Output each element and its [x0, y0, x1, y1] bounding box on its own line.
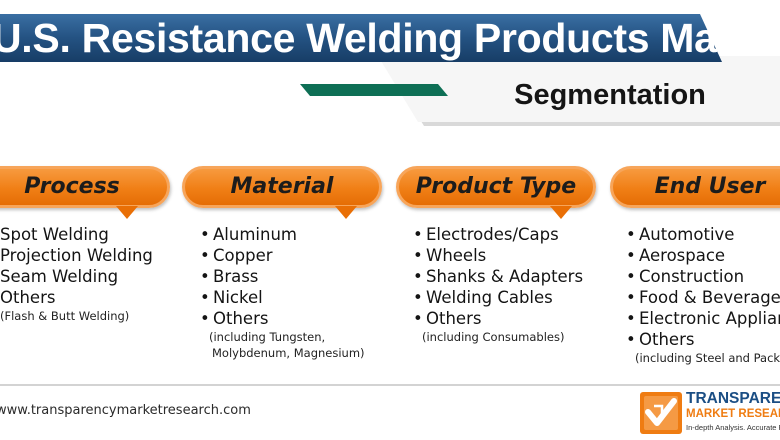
tab-process: Process	[0, 166, 170, 208]
title-banner	[0, 14, 722, 62]
logo-tagline: In-depth Analysis. Accurate Results.	[686, 423, 780, 432]
tab-material-label: Material	[230, 174, 334, 199]
tab-process-pointer	[116, 206, 138, 219]
list-item: •Seam Welding	[0, 267, 119, 286]
end-user-list: •Automotive •Aerospace •Construction •Fo…	[626, 224, 780, 366]
tab-end-user: End User	[610, 166, 780, 208]
bullet-icon: •	[413, 309, 423, 328]
product-type-list: •Electrodes/Caps •Wheels •Shanks & Adapt…	[413, 224, 583, 345]
bullet-icon: •	[200, 267, 210, 286]
list-item: •Aluminum	[200, 225, 297, 244]
logo-text-market-research: MARKET RESEARCH	[686, 408, 780, 420]
tab-material: Material	[182, 166, 382, 208]
tab-product-type-pointer	[550, 206, 572, 219]
list-note: (including Steel and Packaging)	[635, 351, 780, 365]
list-item: •Shanks & Adapters	[413, 267, 584, 286]
list-item: •Others	[0, 288, 56, 307]
bullet-icon: •	[626, 288, 636, 307]
list-item: •Copper	[200, 246, 273, 265]
checkmark-logo-icon	[640, 392, 682, 434]
page-title: U.S. Resistance Welding Products Market	[0, 15, 780, 61]
list-note: (including Tungsten,	[209, 330, 326, 344]
tab-material-pointer	[335, 206, 357, 219]
list-item: •Others	[626, 330, 695, 349]
bullet-icon: •	[626, 246, 636, 265]
list-item: •Others	[200, 309, 269, 328]
material-list: •Aluminum •Copper •Brass •Nickel •Others…	[200, 224, 365, 361]
list-item: •Wheels	[413, 246, 487, 265]
bullet-icon: •	[626, 309, 636, 328]
list-item: •Electrodes/Caps	[413, 225, 559, 244]
list-item: •Welding Cables	[413, 288, 553, 307]
logo-text-transparency: TRANSPARENCY	[686, 390, 780, 407]
bullet-icon: •	[413, 267, 423, 286]
tab-process-label: Process	[24, 174, 120, 199]
tab-end-user-label: End User	[654, 174, 766, 199]
segmentation-subtitle: Segmentation	[514, 79, 706, 111]
bullet-icon: •	[626, 267, 636, 286]
list-item: •Nickel	[200, 288, 263, 307]
bullet-icon: •	[200, 288, 210, 307]
bullet-icon: •	[413, 246, 423, 265]
list-item: •Automotive	[626, 225, 735, 244]
list-item: •Spot Welding	[0, 225, 109, 244]
list-note: (Flash & Butt Welding)	[0, 309, 130, 323]
list-item: •Projection Welding	[0, 246, 153, 265]
tab-product-type: Product Type	[396, 166, 596, 208]
list-item: •Food & Beverages	[626, 288, 780, 307]
bullet-icon: •	[626, 225, 636, 244]
bullet-icon: •	[200, 225, 210, 244]
segmentation-banner	[300, 56, 780, 126]
footer-divider	[0, 384, 780, 386]
list-item: •Electronic Appliances	[626, 309, 780, 328]
list-note: Molybdenum, Magnesium)	[212, 346, 365, 360]
list-note: (including Consumables)	[422, 330, 565, 344]
bullet-icon: •	[200, 309, 210, 328]
bullet-icon: •	[413, 225, 423, 244]
bullet-icon: •	[413, 288, 423, 307]
process-list: •Spot Welding •Projection Welding •Seam …	[0, 224, 153, 324]
tab-product-type-label: Product Type	[415, 174, 577, 199]
list-item: •Brass	[200, 267, 259, 286]
footer-url[interactable]: www.transparencymarketresearch.com	[0, 403, 251, 418]
bullet-icon: •	[626, 330, 636, 349]
list-item: •Others	[413, 309, 482, 328]
bullet-icon: •	[200, 246, 210, 265]
list-item: •Construction	[626, 267, 745, 286]
list-item: •Aerospace	[626, 246, 726, 265]
